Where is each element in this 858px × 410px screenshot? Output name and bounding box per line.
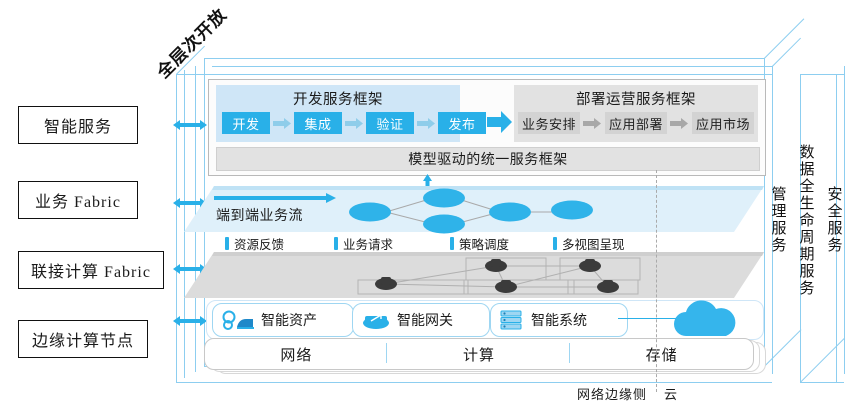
infra-network[interactable]: 网络 bbox=[280, 347, 313, 364]
dev-step-integrate[interactable]: 集成 bbox=[294, 112, 342, 134]
panel-label: 数据全生命周期服务 bbox=[797, 143, 814, 297]
infra-divider-2 bbox=[569, 343, 571, 363]
sidebar-item-connected-compute-fabric[interactable]: 联接计算 Fabric bbox=[18, 251, 164, 289]
gears-train-icon bbox=[222, 310, 254, 330]
chip-label: 开发 bbox=[232, 116, 260, 132]
edge-node-intelligent-gateway[interactable]: 智能网关 bbox=[352, 303, 490, 337]
chip-label: 应用部署 bbox=[608, 116, 663, 132]
deploy-step-orchestration[interactable]: 业务安排 bbox=[518, 112, 580, 134]
tick-icon bbox=[225, 237, 229, 250]
right-panel-security-service[interactable]: 安全服务 bbox=[822, 125, 846, 315]
caption-cloud: 云 bbox=[664, 387, 679, 402]
flow-label-policy-scheduling: 策略调度 bbox=[450, 234, 509, 253]
rotated-diagram-title: 全层次开放 bbox=[153, 4, 231, 82]
caption-edge-side: 网络边缘侧 bbox=[577, 387, 648, 402]
arrow-right-icon-5 bbox=[670, 118, 688, 129]
arrow-right-icon-4 bbox=[583, 118, 601, 129]
edge-cloud-divider bbox=[656, 170, 657, 392]
label-text: 业务 Fabric bbox=[35, 194, 121, 211]
connected-compute-fabric-slab bbox=[184, 252, 764, 298]
infra-storage[interactable]: 存储 bbox=[645, 347, 678, 364]
edge-node-intelligent-system[interactable]: 智能系统 bbox=[490, 303, 628, 337]
tick-icon bbox=[334, 237, 338, 250]
edge-node-label: 智能资产 bbox=[261, 314, 317, 329]
deploy-step-app-deploy[interactable]: 应用部署 bbox=[605, 112, 667, 134]
sidebar-item-edge-compute-node[interactable]: 边缘计算节点 bbox=[18, 320, 148, 358]
chip-label: 验证 bbox=[376, 116, 404, 132]
cloud-connector-line bbox=[618, 318, 676, 320]
double-arrow-icon-service bbox=[173, 120, 207, 130]
deploy-step-app-market[interactable]: 应用市场 bbox=[692, 112, 754, 134]
arrow-right-icon-3 bbox=[417, 118, 435, 129]
edge-node-label: 智能系统 bbox=[531, 314, 587, 329]
business-flow-arrow-icon bbox=[214, 193, 336, 203]
chip-label: 集成 bbox=[304, 116, 332, 132]
compute-fabric-topology bbox=[357, 257, 641, 295]
router-icon bbox=[363, 314, 389, 329]
dev-step-verify[interactable]: 验证 bbox=[366, 112, 414, 134]
unified-framework-label: 模型驱动的统一服务框架 bbox=[408, 153, 568, 168]
flow-label-business-request: 业务请求 bbox=[334, 234, 393, 253]
tick-icon bbox=[450, 237, 454, 250]
tick-icon bbox=[553, 237, 557, 250]
arrow-right-icon-1 bbox=[273, 118, 291, 129]
chip-label: 应用市场 bbox=[695, 116, 750, 132]
double-arrow-icon-edge bbox=[173, 316, 207, 326]
flow-label-resource-feedback: 资源反馈 bbox=[225, 234, 284, 253]
flow-label-text: 业务请求 bbox=[343, 238, 394, 252]
sidebar-item-business-fabric[interactable]: 业务 Fabric bbox=[18, 181, 138, 219]
server-rack-icon bbox=[500, 310, 522, 330]
right-panel-management-service[interactable]: 管理服务 bbox=[766, 110, 790, 330]
sidebar-item-intelligent-service[interactable]: 智能服务 bbox=[18, 106, 138, 144]
business-flow-topology bbox=[349, 188, 593, 234]
cloud-icon bbox=[674, 300, 736, 336]
panel-label: 管理服务 bbox=[769, 186, 786, 254]
flow-label-multiview-presentation: 多视图呈现 bbox=[553, 234, 625, 253]
double-arrow-icon-compute bbox=[173, 264, 207, 274]
infrastructure-bar: 网络 计算 存储 bbox=[204, 338, 754, 370]
edge-node-intelligent-asset[interactable]: 智能资产 bbox=[212, 303, 354, 337]
label-text: 边缘计算节点 bbox=[31, 333, 134, 350]
unified-service-framework-bar: 模型驱动的统一服务框架 bbox=[216, 147, 760, 171]
infra-divider-1 bbox=[386, 343, 388, 363]
flow-label-text: 多视图呈现 bbox=[562, 238, 625, 252]
panel-label: 安全服务 bbox=[825, 186, 842, 254]
label-text: 智能服务 bbox=[43, 119, 112, 136]
flow-label-text: 资源反馈 bbox=[234, 238, 285, 252]
edge-node-label: 智能网关 bbox=[397, 314, 453, 329]
arrow-right-icon-2 bbox=[345, 118, 363, 129]
flow-label-text: 策略调度 bbox=[459, 238, 510, 252]
infra-compute[interactable]: 计算 bbox=[463, 347, 496, 364]
chip-label: 发布 bbox=[448, 116, 476, 132]
dev-step-release[interactable]: 发布 bbox=[438, 112, 486, 134]
chip-label: 业务安排 bbox=[521, 116, 576, 132]
label-text: 联接计算 Fabric bbox=[31, 264, 151, 281]
right-panel-data-lifecycle-service[interactable]: 数据全生命周期服务 bbox=[794, 95, 818, 345]
end-to-end-business-flow-label: 端到端业务流 bbox=[216, 209, 303, 224]
arrow-right-icon-large bbox=[487, 111, 512, 133]
dev-framework-title: 开发服务框架 bbox=[293, 92, 383, 108]
dev-step-develop[interactable]: 开发 bbox=[222, 112, 270, 134]
double-arrow-icon-business bbox=[173, 198, 207, 208]
deploy-framework-title: 部署运营服务框架 bbox=[576, 92, 696, 108]
